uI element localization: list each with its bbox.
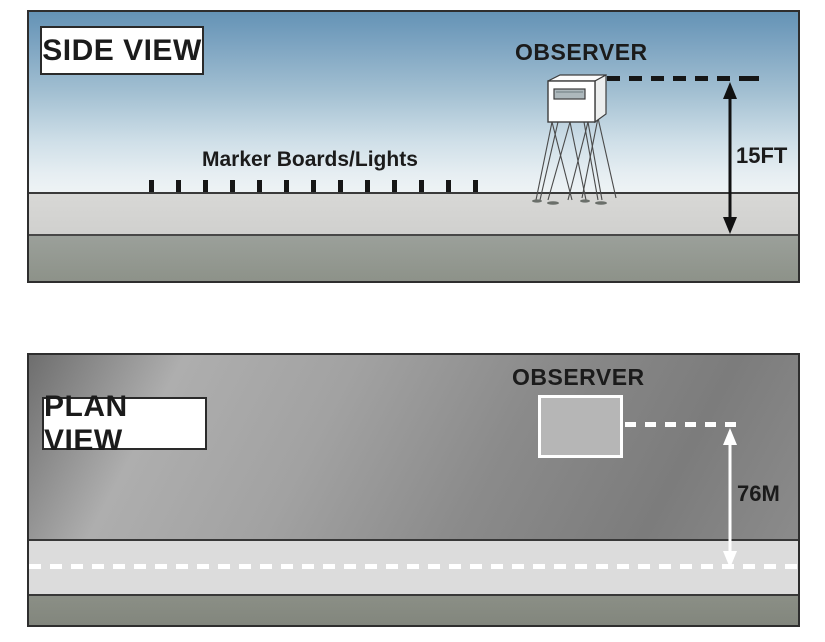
height-label: 15FT	[736, 143, 788, 168]
height-dimension-arrow	[723, 82, 737, 234]
eye-level-end-tick	[741, 76, 759, 81]
marker-boards-label: Marker Boards/Lights	[202, 148, 418, 171]
marker-board-tick	[203, 180, 208, 192]
marker-board-tick	[392, 180, 397, 192]
side-view-title: SIDE VIEW	[40, 26, 204, 75]
marker-board-tick	[311, 180, 316, 192]
plan-view-panel: OBSERVER 76M PLAN VIEW	[27, 353, 800, 627]
distance-label: 76M	[737, 481, 780, 506]
tower-feet	[532, 199, 607, 205]
observer-tower	[532, 74, 617, 205]
marker-board-tick	[473, 180, 478, 192]
side-view-title-text: SIDE VIEW	[42, 33, 202, 67]
observer-label-plan: OBSERVER	[512, 364, 645, 390]
marker-board-tick	[149, 180, 154, 192]
marker-board-row	[149, 180, 478, 192]
tower-legs	[535, 117, 617, 201]
observer-label-side: OBSERVER	[515, 39, 648, 65]
marker-board-tick	[257, 180, 262, 192]
observer-cabin	[547, 74, 607, 124]
marker-board-tick	[365, 180, 370, 192]
plan-lower-band	[29, 596, 798, 625]
distance-dimension-arrow	[723, 428, 737, 568]
marker-board-tick	[338, 180, 343, 192]
plan-view-title: PLAN VIEW	[42, 390, 207, 457]
eye-level-dashed-line	[607, 76, 747, 81]
marker-board-tick	[230, 180, 235, 192]
runway-centerline	[29, 564, 798, 569]
near-ground-band	[29, 192, 798, 234]
cabin-window	[553, 88, 586, 100]
marker-board-tick	[419, 180, 424, 192]
marker-board-tick	[176, 180, 181, 192]
side-view-panel: Marker Boards/Lights OBSERVER	[27, 10, 800, 283]
distance-dashed-line	[625, 422, 737, 427]
plan-view-title-text: PLAN VIEW	[44, 389, 128, 457]
far-ground-band	[29, 234, 798, 281]
observer-position-box	[538, 395, 623, 458]
marker-board-tick	[446, 180, 451, 192]
marker-board-tick	[284, 180, 289, 192]
